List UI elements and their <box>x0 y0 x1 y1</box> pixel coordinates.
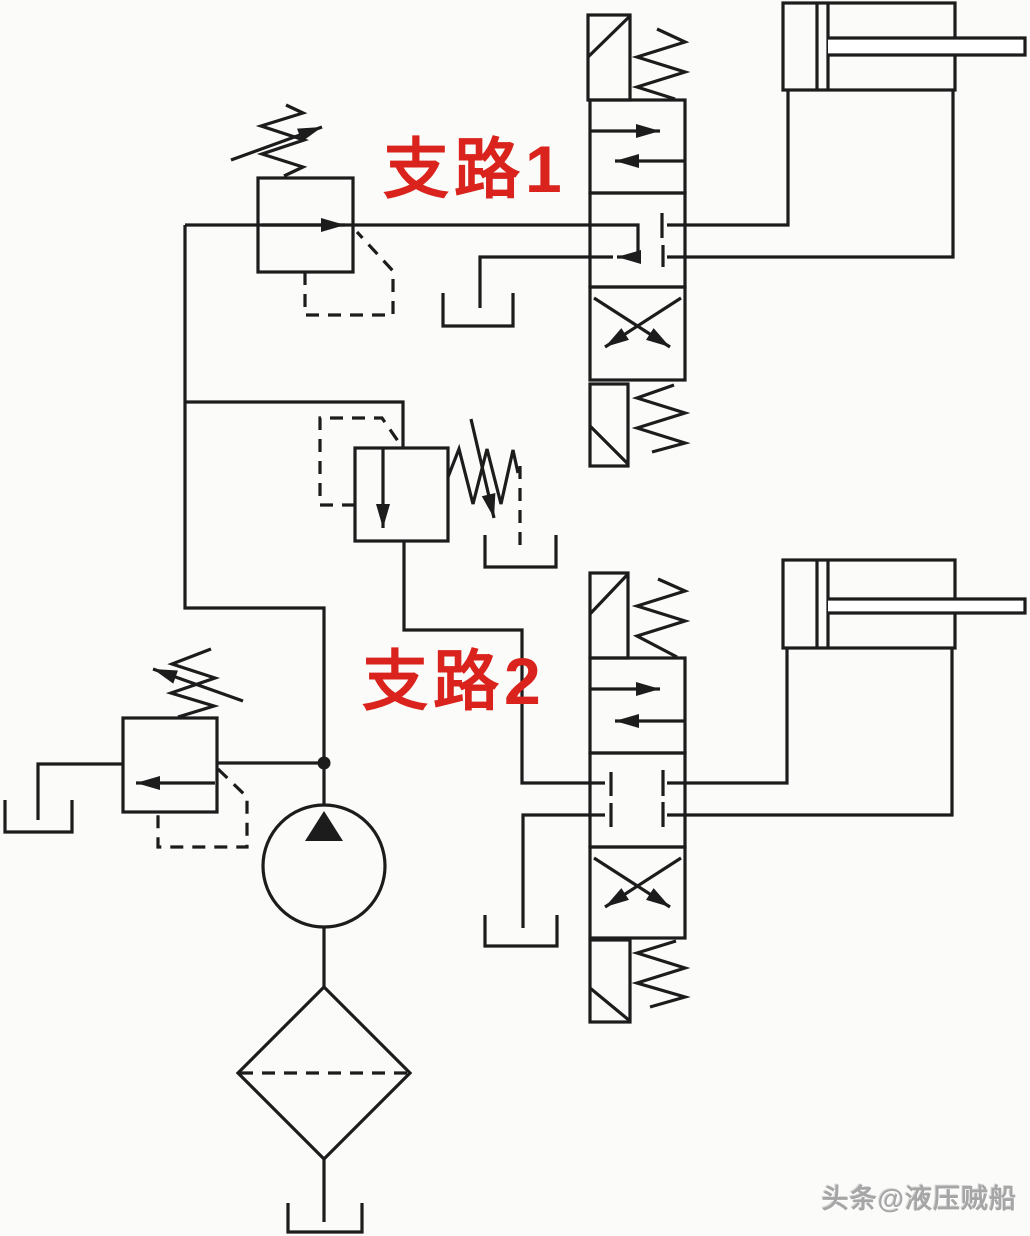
reducing-valve-outlet-line <box>402 541 605 785</box>
pilot-line <box>303 230 395 317</box>
directional-valve-branch2 <box>588 571 691 1024</box>
cylinder-branch1 <box>781 1 1027 92</box>
adjustable-spring-arrow-icon <box>152 667 244 703</box>
spring-icon <box>446 443 520 505</box>
position-box-crossed <box>588 845 687 940</box>
pilot-line <box>156 767 249 849</box>
spring-icon <box>631 27 691 101</box>
adjustable-spring-arrow-icon <box>469 418 496 519</box>
valve-body <box>353 446 450 543</box>
branch2-tank-line <box>521 813 605 928</box>
pilot-line <box>318 416 402 507</box>
suction-filter <box>235 984 413 1162</box>
position-box-center <box>588 751 687 849</box>
hydraulic-pump <box>261 803 387 929</box>
solenoid-icon <box>586 13 632 102</box>
position-box-parallel <box>588 656 687 755</box>
junction-dot <box>317 756 331 770</box>
pressure-reducing-valve <box>318 416 522 552</box>
directional-valve-branch1 <box>586 13 691 468</box>
branch2-feed-line <box>185 400 405 448</box>
main-relief-valve <box>121 647 249 849</box>
cylinder-branch2 <box>781 558 1027 650</box>
spring-icon <box>631 577 691 659</box>
piston-rod <box>828 597 1027 615</box>
tank-icon <box>3 800 74 834</box>
branch1-port-a-line <box>667 90 790 227</box>
solenoid-icon <box>588 938 632 1024</box>
branch2-label: 支路2 <box>362 644 546 718</box>
flow-arrow-icon <box>604 856 682 909</box>
solenoid-icon <box>588 571 630 660</box>
tank-icon <box>483 915 559 948</box>
branch1-port-b-line <box>667 90 955 259</box>
tank-icon <box>441 293 515 328</box>
pump-flow-triangle-icon <box>305 811 343 841</box>
valve-body <box>121 716 219 814</box>
pump-to-trunk-line <box>183 225 326 805</box>
flow-arrow-icon <box>593 296 671 349</box>
pump-circle <box>261 803 387 929</box>
relief-outlet-line <box>36 762 123 820</box>
flow-arrow-icon <box>604 296 682 349</box>
spring-icon <box>631 939 691 1009</box>
watermark: 头条@液压贼船 <box>821 1184 1017 1214</box>
tank-symbols <box>3 293 559 1234</box>
position-box-crossed <box>588 285 687 382</box>
tank-icon <box>286 1203 364 1234</box>
position-box-parallel <box>588 98 687 195</box>
spring-icon <box>165 647 221 719</box>
spring-icon <box>631 383 691 454</box>
filter-diamond <box>235 984 413 1162</box>
adjustable-spring-arrow-icon <box>230 125 323 162</box>
branch1-tank-line <box>478 255 613 308</box>
flow-arrow-icon <box>593 856 671 909</box>
tank-icon <box>483 535 558 569</box>
branch2-port-b-line <box>667 648 954 817</box>
piston-rod <box>828 36 1027 57</box>
branch1-pressure-line <box>185 223 640 257</box>
branch1-pressure-valve <box>230 103 395 317</box>
branch1-label: 支路1 <box>383 132 567 206</box>
solenoid-icon <box>588 382 630 468</box>
branch2-port-a-line <box>667 648 789 785</box>
